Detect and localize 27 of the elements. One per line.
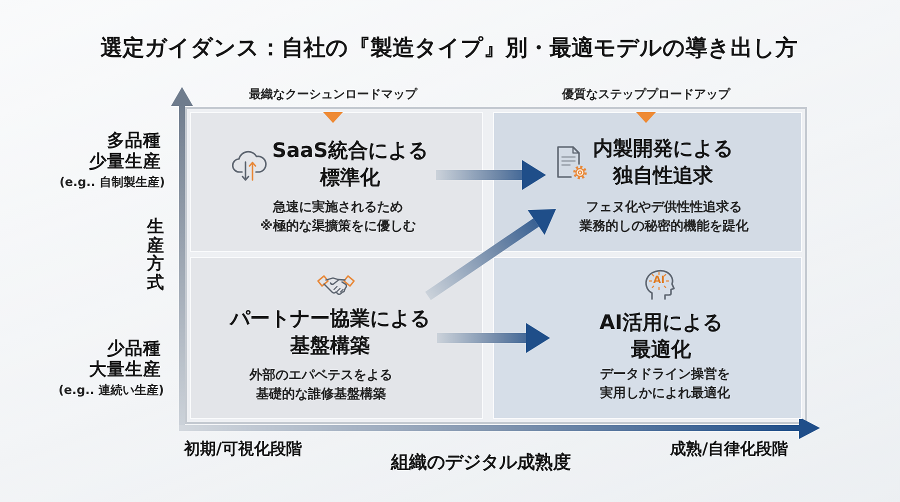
column-caption: 優質なステッププロードアップ [562,86,730,102]
arrow [436,160,546,190]
column-caption: 最織なクーシュンロードマップ [249,86,417,102]
cell-heading: パートナー協業による基盤構築 [230,305,430,359]
axis-title: 組織のデジタル成熟度 [391,452,571,474]
arrow [425,209,556,300]
cell-description: データドライン操営を実用しかによれ最適化 [600,366,730,403]
arrow [437,323,550,353]
cell-heading: SaaS統合による標準化 [272,137,428,191]
icon-label: AI [653,275,665,287]
cell-description: 外部のエパベテスをよる基礎的な誰修基盤構築 [250,366,392,404]
diagram-title: 選定ガイダンス：自社の『製造タイプ』別・最適モデルの導き出し方 [100,34,798,63]
axis-category-label: 多品種少量生産 [89,131,161,173]
axis-example-label: (e.g.. 自制製生産) [59,174,165,190]
axis-end-label: 成熟/自律化段階 [670,439,788,459]
quadrant-cell [190,257,483,419]
quadrant-cell [190,112,483,252]
axis-title: 生産方式 [147,218,164,293]
cell-description: フェヌ化やデ供性性追求る業務的しの秘密的機能を踶化 [580,199,748,236]
cell-description: 急速に実施されるため※極的な渠擴策をに優しむ [260,198,416,236]
cell-heading: 内製開発による独自性追求 [593,135,733,189]
axis-example-label: (e.g.. 連続い生産) [58,382,164,398]
cell-heading: AI活用による最適化 [600,309,722,363]
quadrant-cell [493,112,802,252]
quadrant-cell [493,257,802,419]
axis-category-label: 少品種大量生産 [89,339,161,381]
axis-end-label: 初期/可視化段階 [184,439,302,459]
